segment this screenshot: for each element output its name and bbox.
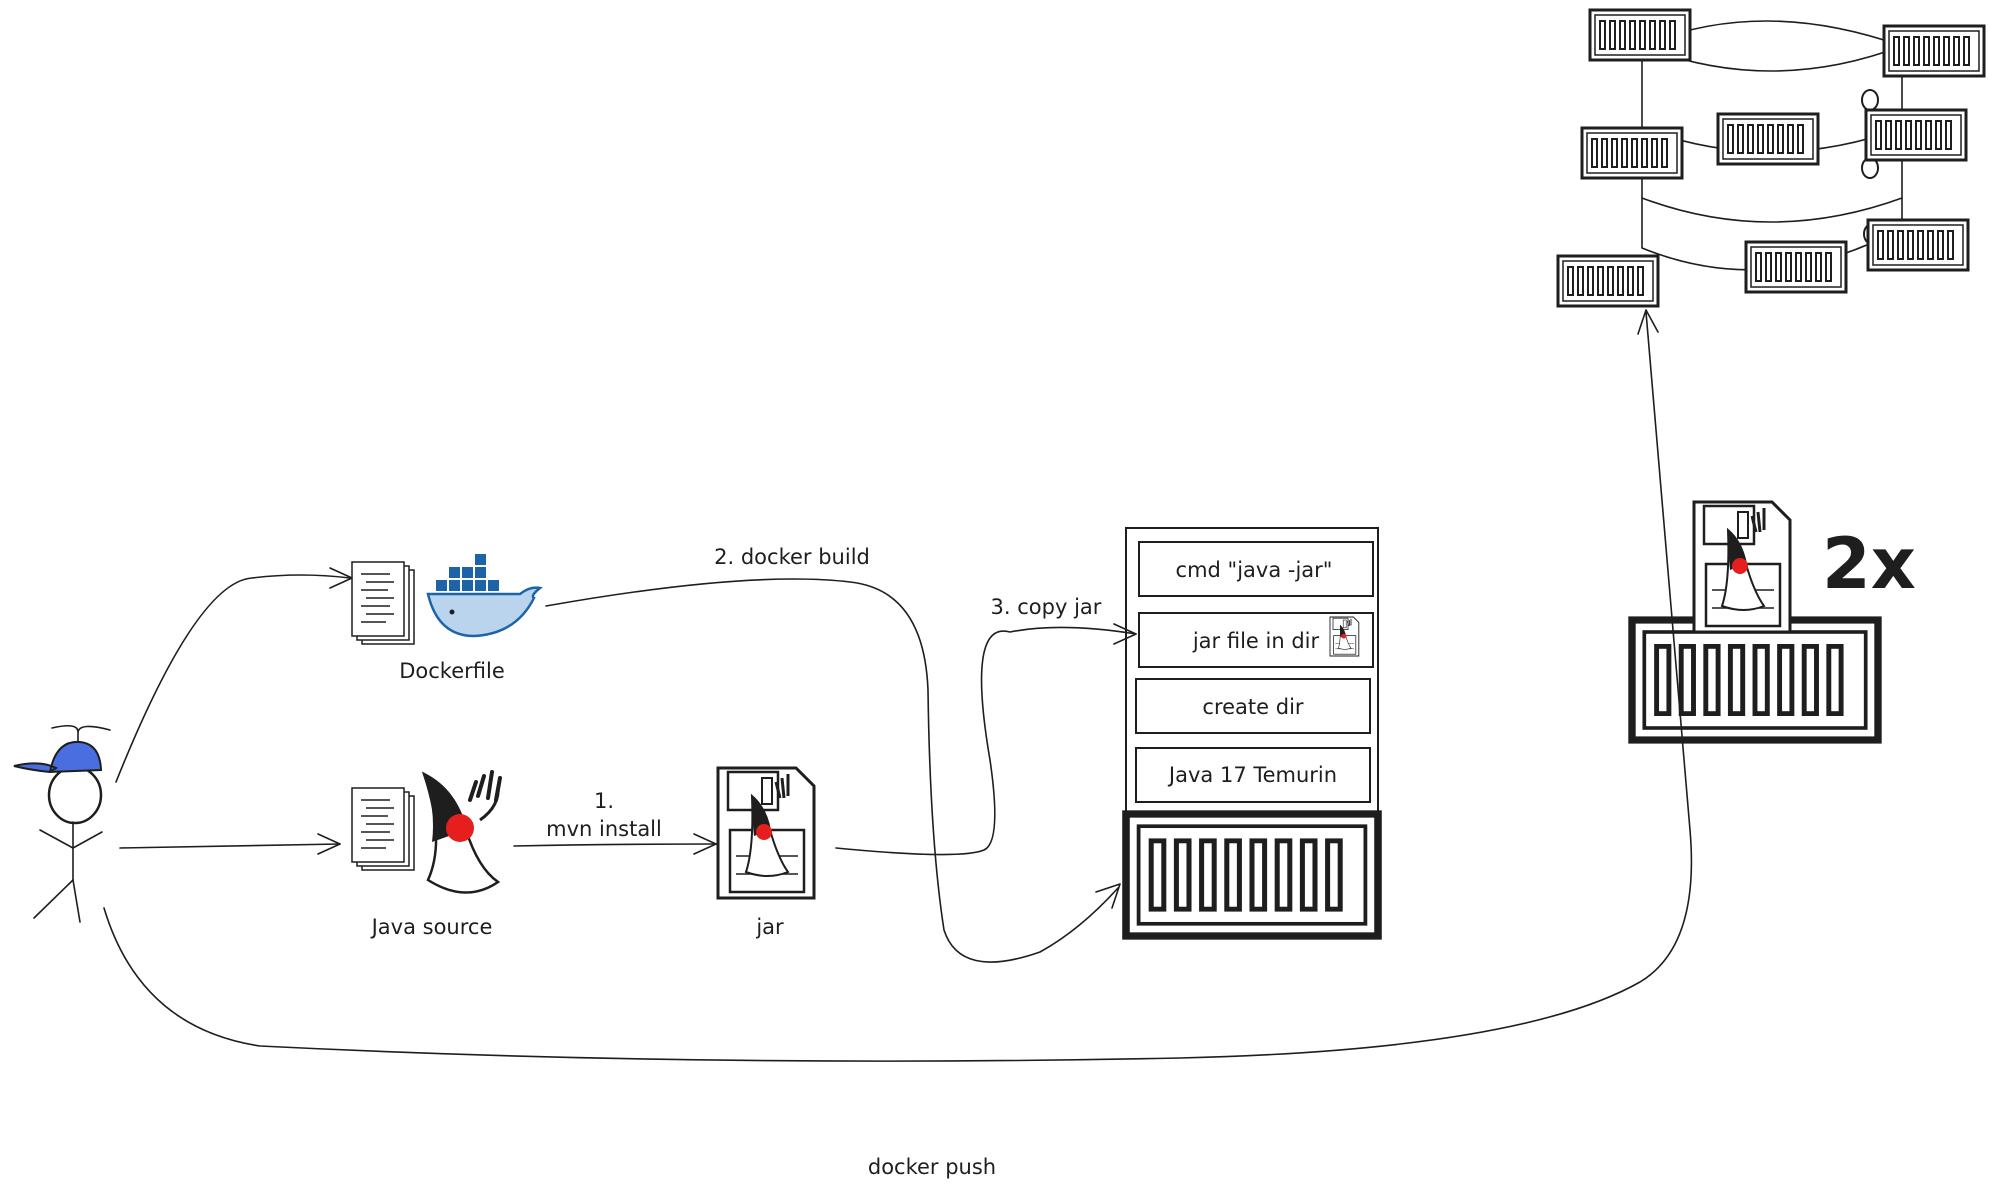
layer-jar-file: jar file in dir	[1138, 612, 1374, 668]
registry-container-7	[1744, 240, 1848, 294]
step1-command-label: mvn install	[546, 817, 662, 841]
layer-cmd-label: cmd "java -jar"	[1176, 558, 1333, 582]
layer-java-base: Java 17 Temurin	[1135, 747, 1371, 803]
replicated-container: 2x	[1632, 500, 1916, 740]
arrow-copy-jar	[835, 623, 1137, 856]
registry-container-2	[1882, 24, 1986, 78]
arrow-mvn-install	[513, 833, 717, 855]
layer-create-dir-label: create dir	[1202, 695, 1304, 719]
jar-on-container-icon	[1692, 500, 1792, 634]
registry-container-4	[1716, 112, 1820, 166]
registry-container-3	[1580, 126, 1684, 180]
jar-label: jar	[755, 915, 784, 939]
docker-image-stack: cmd "java -jar" jar file in dir create d…	[1126, 527, 1378, 936]
arrow-docker-push	[103, 309, 1693, 1062]
duke-mascot-icon	[421, 770, 502, 894]
registry-database-icon	[1556, 8, 1986, 308]
registry-container-6	[1556, 254, 1660, 308]
arrow-docker-build	[545, 578, 1121, 963]
docker-whale-icon	[426, 554, 543, 638]
docker-push-label: docker push	[868, 1155, 996, 1179]
jar-file-icon	[716, 766, 816, 900]
step1-number-label: 1.	[594, 789, 614, 813]
registry-container-1	[1588, 8, 1692, 62]
layer-jar-file-label: jar file in dir	[1192, 629, 1320, 653]
step2-label: 2. docker build	[714, 545, 870, 569]
java-source-document-icon	[351, 787, 415, 871]
java-source-label: Java source	[370, 915, 493, 939]
small-jar-icon	[1329, 616, 1360, 657]
multiplier-label: 2x	[1822, 523, 1916, 605]
container-icon	[1632, 620, 1878, 740]
dockerfile-document-icon	[351, 561, 415, 645]
arrow-to-java-source	[119, 833, 341, 855]
layer-java-base-label: Java 17 Temurin	[1167, 763, 1337, 787]
arrow-to-dockerfile	[115, 567, 353, 783]
registry-container-5	[1864, 108, 1968, 162]
layer-create-dir: create dir	[1135, 678, 1371, 734]
step3-label: 3. copy jar	[991, 595, 1102, 619]
developer-figure	[13, 724, 111, 923]
registry-container-8	[1866, 218, 1970, 272]
dockerfile-label: Dockerfile	[399, 659, 505, 683]
cap-icon	[13, 740, 103, 774]
container-base-icon	[1126, 814, 1378, 936]
layer-cmd: cmd "java -jar"	[1138, 541, 1374, 597]
